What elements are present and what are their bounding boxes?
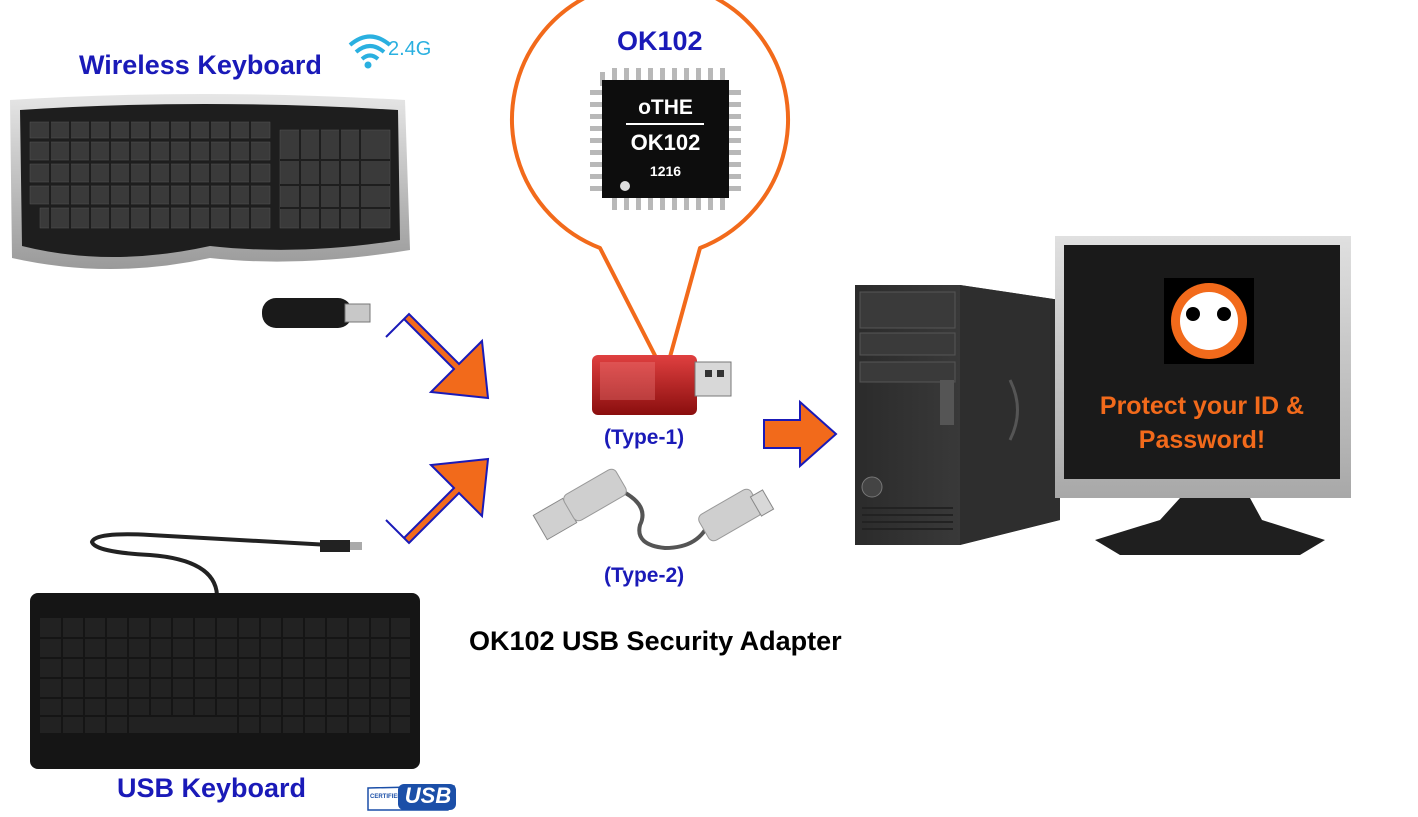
usb-keyboard-image (30, 532, 420, 769)
type2-cable-image (532, 468, 775, 551)
arrow-wireless-to-adapter (385, 312, 490, 400)
pc-tower-image (855, 285, 1060, 545)
monitor-message-line1: Protect your ID & (1099, 392, 1305, 420)
type1-dongle-image (592, 355, 732, 415)
usb-logo-text: USB (404, 783, 452, 808)
monitor-message-line2: Password! (1138, 426, 1266, 454)
chip-model-text: OK102 (630, 130, 701, 155)
arrow-usb-to-adapter (385, 457, 490, 545)
monitor-image (1055, 236, 1351, 555)
chip-code-text: 1216 (649, 163, 682, 179)
chip-brand-text: oTHE (638, 96, 693, 119)
ok102-chip-image (590, 68, 741, 210)
wireless-keyboard-label: Wireless Keyboard (79, 50, 322, 80)
arrow-adapter-to-pc (763, 399, 838, 469)
type1-label: (Type-1) (604, 426, 685, 449)
wifi-band-label: 2.4G (388, 38, 432, 60)
monitor-message: Protect your ID & Password! (1064, 389, 1340, 457)
diagram-caption: OK102 USB Security Adapter (469, 626, 842, 656)
wireless-receiver-image (262, 298, 371, 328)
usb-logo-small-text: CERTIFIED (370, 794, 402, 800)
wireless-keyboard-image (10, 94, 410, 269)
chip-title: OK102 (617, 26, 703, 56)
usb-keyboard-label: USB Keyboard (117, 773, 307, 803)
type2-label: (Type-2) (604, 564, 685, 587)
wifi-icon (348, 34, 392, 69)
usb-certified-logo (367, 784, 456, 811)
